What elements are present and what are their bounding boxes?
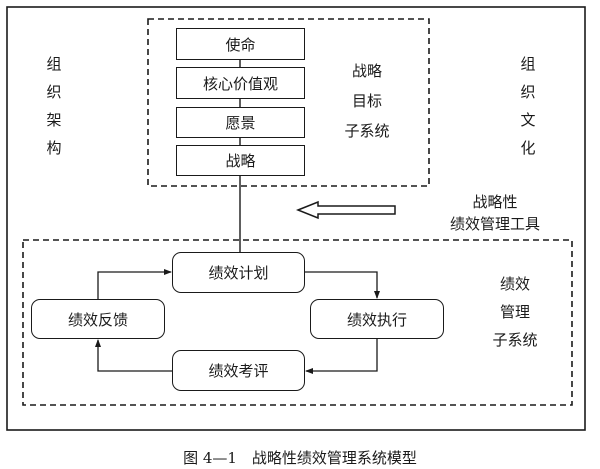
char: 化 [520, 139, 536, 157]
char: 组 [520, 55, 536, 73]
arrow-execute-to-review [305, 339, 378, 374]
label-line: 目标 [351, 92, 382, 110]
label-line: 战略性 [472, 193, 518, 211]
performance-review-box: 绩效考评 [172, 350, 305, 391]
strategic-subsystem-frame [147, 18, 430, 187]
label-line: 战略 [351, 62, 382, 80]
char: 构 [46, 139, 62, 157]
org-culture-label: 组 织 文 化 [518, 50, 538, 162]
strategy-box: 战略 [176, 145, 305, 176]
arrow-plan-to-execute [305, 271, 380, 299]
strategic-tool-label: 战略性 绩效管理工具 [440, 191, 550, 235]
performance-subsystem-frame [22, 239, 573, 406]
core-values-box: 核心价值观 [176, 67, 305, 99]
label-line: 绩效 [499, 275, 530, 293]
mission-box: 使命 [176, 28, 305, 60]
char: 织 [520, 83, 536, 101]
char: 织 [46, 83, 62, 101]
outer-frame [6, 6, 586, 431]
arrow-review-to-feedback [95, 339, 172, 372]
vision-box: 愿景 [176, 107, 305, 138]
org-structure-label: 组 织 架 构 [44, 50, 64, 162]
char: 组 [46, 55, 62, 73]
performance-execute-box: 绩效执行 [310, 299, 444, 339]
performance-plan-box: 绩效计划 [172, 252, 305, 293]
label-line: 子系统 [492, 331, 538, 349]
label-line: 绩效管理工具 [449, 215, 540, 233]
char: 架 [46, 111, 62, 129]
strategic-subsystem-label: 战略 目标 子系统 [332, 56, 402, 146]
char: 文 [520, 111, 536, 129]
figure-caption: 图 4—1 战略性绩效管理系统模型 [183, 449, 417, 467]
label-line: 子系统 [344, 122, 390, 140]
arrow-feedback-to-plan [97, 269, 172, 299]
hollow-arrow-icon [295, 200, 396, 220]
label-line: 管理 [499, 303, 530, 321]
performance-feedback-box: 绩效反馈 [31, 299, 165, 339]
performance-subsystem-label: 绩效 管理 子系统 [480, 270, 550, 354]
